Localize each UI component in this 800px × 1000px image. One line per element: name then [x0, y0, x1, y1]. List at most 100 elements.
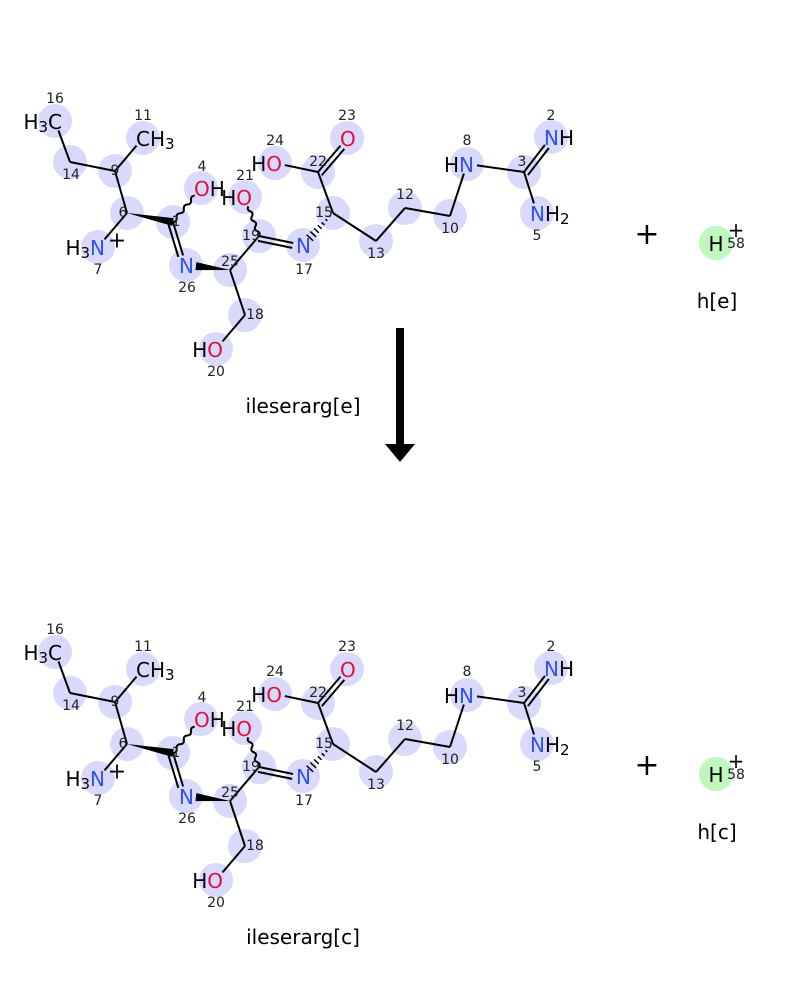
bond [221, 314, 246, 343]
atom-label: NH2 [530, 733, 570, 759]
atom-label: HN [444, 684, 474, 708]
atom-label: NH2 [530, 202, 570, 228]
atom-highlight [534, 120, 568, 154]
atom-number: 15 [315, 205, 333, 221]
reactant-name: ileserarg[e] [245, 394, 360, 418]
atom-label: HO [251, 152, 282, 176]
atom-label: HO [192, 338, 223, 362]
charge: + [728, 749, 745, 773]
atom-number: 11 [134, 108, 152, 124]
atom-number: 2 [547, 108, 556, 124]
bond [246, 205, 261, 237]
atom-number: 1 [172, 214, 181, 230]
atom-label: O [340, 127, 356, 151]
atom-label: H3N [65, 236, 105, 262]
atom-highlight [228, 711, 262, 745]
atom-highlight [450, 147, 484, 181]
atom-number: 18 [246, 307, 264, 323]
atom-label: NH [544, 657, 574, 681]
atom-number: 25 [221, 785, 239, 801]
atom-number: 22 [309, 685, 327, 701]
atom-highlight [38, 104, 72, 138]
atom-highlight [38, 635, 72, 669]
atom-number: 13 [367, 246, 385, 262]
atom-number: 58 [727, 767, 745, 783]
atom-number: 14 [62, 167, 80, 183]
bond [449, 173, 465, 217]
atom-number: 5 [533, 228, 542, 244]
bond [257, 766, 294, 780]
bond [114, 170, 128, 214]
bond [221, 845, 246, 874]
atom-label: HO [192, 869, 223, 893]
atom-highlight [258, 677, 292, 711]
charge: + [728, 218, 745, 242]
bond [317, 675, 346, 707]
bond [257, 235, 294, 249]
bond [404, 207, 451, 217]
bond [172, 725, 195, 754]
atom-label: N [179, 785, 194, 809]
atom-label: CH3 [136, 127, 175, 153]
atom-label: OH [194, 177, 225, 201]
atom-label: HO [251, 683, 282, 707]
atom-number: 6 [119, 736, 128, 752]
atom-number: 11 [134, 639, 152, 655]
bond [229, 235, 260, 271]
bond [229, 800, 246, 847]
bond [523, 675, 550, 707]
atom-highlight [258, 146, 292, 180]
atom-label: N [296, 765, 311, 789]
atom-number: 24 [266, 664, 284, 680]
atom-number: 1 [172, 745, 181, 761]
atom-number: 21 [236, 699, 254, 715]
atom-number: 19 [242, 228, 260, 244]
product-name: ileserarg[c] [246, 925, 360, 949]
atom-number: 26 [178, 811, 196, 827]
bond [103, 743, 128, 772]
plus-sign: + [634, 217, 659, 252]
atom-number: 26 [178, 280, 196, 296]
atom-label: H3C [23, 641, 62, 667]
atom-number: 21 [236, 168, 254, 184]
charge: + [108, 229, 126, 254]
atom-highlight [286, 228, 320, 262]
bond [114, 675, 138, 703]
atom-number: 9 [111, 163, 120, 179]
atom-highlight [534, 651, 568, 685]
bond [476, 695, 525, 704]
atom-label: HO [221, 717, 252, 741]
bond [167, 221, 185, 258]
atom-highlight [520, 196, 554, 230]
atom-number: 25 [221, 254, 239, 270]
atom-number: 22 [309, 154, 327, 170]
atom-label: H [708, 232, 723, 256]
atom-number: 7 [94, 793, 103, 809]
bond [57, 130, 71, 163]
bond [167, 752, 185, 789]
bond [127, 744, 174, 757]
bond [476, 164, 525, 173]
atom-number: 13 [367, 777, 385, 793]
atom-number: 6 [119, 205, 128, 221]
atom-number: 15 [315, 736, 333, 752]
atom-number: 14 [62, 698, 80, 714]
bond [317, 144, 346, 176]
atom-label: N [296, 234, 311, 258]
reaction-arrow [385, 328, 415, 462]
bond [284, 164, 319, 173]
bond [195, 262, 230, 271]
atom-highlight [450, 678, 484, 712]
atom-label: H3C [23, 110, 62, 136]
atom-number: 58 [727, 236, 745, 252]
atom-highlight [228, 180, 262, 214]
atom-label: N [179, 254, 194, 278]
bond [284, 695, 319, 704]
bond [523, 144, 550, 176]
h-e-name: h[e] [697, 289, 738, 313]
plus-sign: + [634, 748, 659, 783]
atom-number: 8 [463, 133, 472, 149]
